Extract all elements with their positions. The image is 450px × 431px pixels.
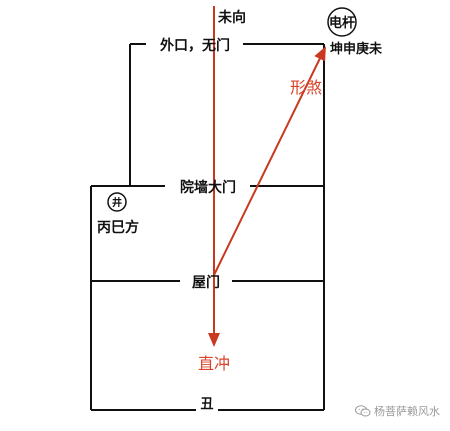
- watermark: 杨菩萨赖风水: [355, 403, 440, 419]
- sha-arrows: [208, 6, 326, 347]
- shape-sha-label: 形煞: [290, 78, 322, 97]
- yard-wall: [90, 185, 325, 410]
- pole-circle-icon: [327, 7, 357, 37]
- well-circle-icon: [107, 192, 127, 212]
- well-label: 井: [112, 196, 122, 209]
- watermark-text: 杨菩萨赖风水: [374, 405, 440, 418]
- wei-direction-label: 未向: [218, 9, 246, 26]
- wechat-icon: [355, 405, 371, 417]
- kun-shen-label: 坤申庚未: [330, 41, 383, 57]
- pole-label: 电杆: [329, 15, 355, 31]
- bing-si-label: 丙巳方: [97, 219, 139, 236]
- shape-sha-arrow: [213, 46, 326, 276]
- outer-wall: [129, 43, 325, 186]
- chou-label: 丑: [200, 397, 213, 412]
- yard-gate-label: 院墙大门: [180, 179, 236, 196]
- house-door-label: 屋门: [192, 274, 220, 291]
- outer-opening-label: 外口，无门: [160, 37, 230, 54]
- direct-rush-label: 直冲: [198, 354, 230, 373]
